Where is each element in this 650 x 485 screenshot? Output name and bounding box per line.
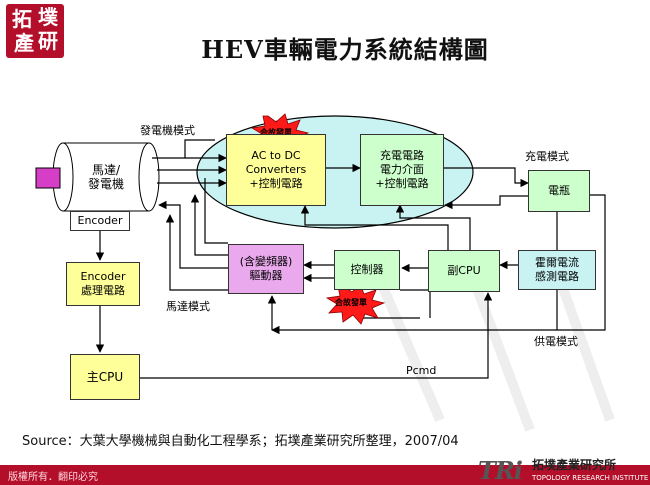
brand-logo: 拓 墣 產 研 — [6, 4, 64, 58]
motor-generator-label: 馬達/ 發電機 — [87, 163, 124, 191]
inverter-driver-box: (含變頻器) 驅動器 — [228, 244, 304, 294]
hall-current-sensor-box: 霍爾電流 感測電路 — [518, 250, 596, 290]
motor-cylinder — [35, 142, 160, 212]
burst-top-text: 合故發單 — [260, 128, 292, 137]
institute-name: 拓墣產業研究所 — [532, 458, 617, 472]
tri-logo: TRi — [478, 456, 523, 485]
battery-box: 電瓶 — [528, 170, 590, 212]
motor-mode-label: 馬達模式 — [166, 300, 210, 313]
encoder-box: Encoder — [70, 211, 130, 231]
source-caption: Source：大葉大學機械與自動化工程學系；拓墣產業研究所整理，2007/04 — [22, 434, 459, 449]
pcmd-label: Pcmd — [406, 364, 437, 377]
page-title: HEV車輛電力系統結構圖 — [201, 35, 489, 64]
controller-box: 控制器 — [334, 250, 400, 290]
logo-char: 研 — [38, 29, 58, 53]
logo-char: 拓 — [12, 7, 32, 31]
charge-circuit-box: 充電電路 電力介面 +控制電路 — [360, 134, 444, 206]
supply-mode-label: 供電模式 — [534, 335, 578, 348]
logo-char: 產 — [14, 31, 34, 55]
sub-cpu-box: 副CPU — [428, 250, 500, 292]
copyright-text: 版權所有．翻印必究 — [8, 472, 98, 483]
generator-mode-label: 發電機模式 — [140, 124, 195, 137]
motor-shaft — [35, 167, 61, 189]
encoder-processing-box: Encoder 處理電路 — [66, 262, 140, 306]
burst-bottom-text: 合故發單 — [335, 298, 367, 307]
institute-english-name: TOPOLOGY RESEARCH INSTITUTE — [532, 474, 649, 482]
logo-char: 墣 — [38, 5, 58, 29]
burst-bottom — [325, 283, 386, 325]
ac-dc-converter-box: AC to DC Converters +控制電路 — [226, 134, 326, 206]
main-cpu-box: 主CPU — [70, 354, 140, 400]
charge-mode-label: 充電模式 — [525, 150, 569, 163]
footer-bar — [0, 465, 650, 485]
